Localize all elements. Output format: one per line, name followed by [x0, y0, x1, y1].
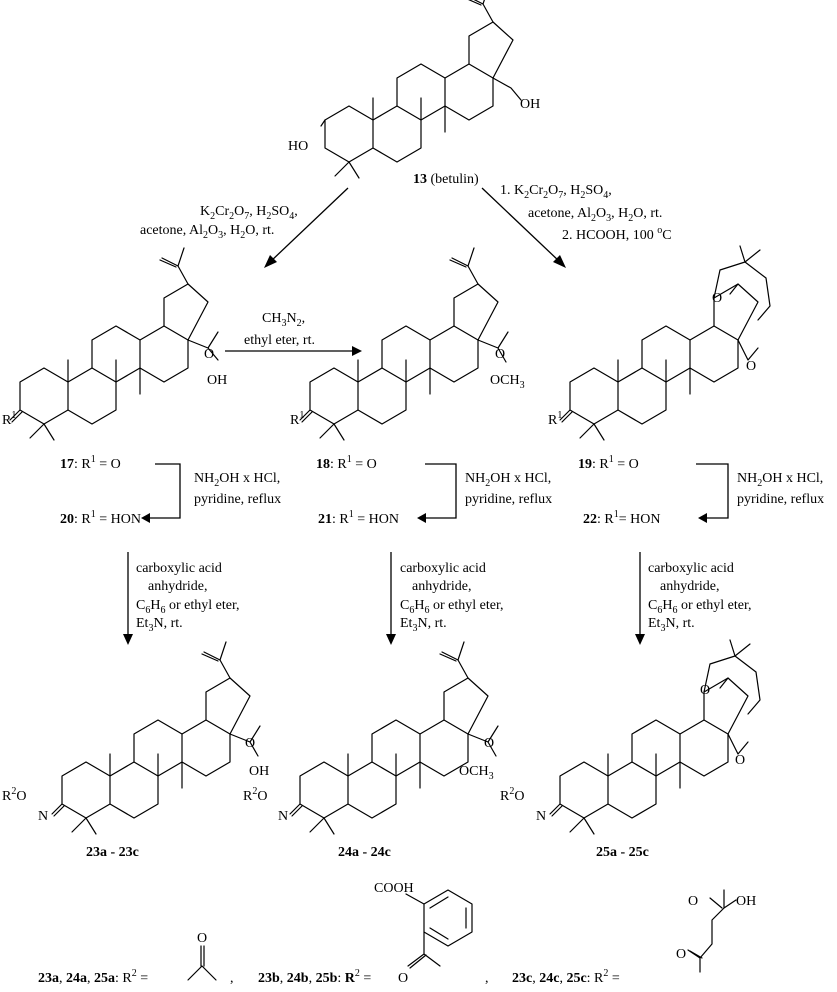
svg-text:anhydride,: anhydride,: [660, 579, 719, 594]
betulin-structure: [320, 0, 522, 179]
mol17-o-label: O: [204, 347, 214, 362]
r2-def-b: 23b, 24b, 25b: R2 =: [258, 968, 371, 986]
arrow-oxidation-left: [264, 187, 349, 268]
cond-oxime-21-l1: NH2OH x HCl,: [465, 471, 551, 489]
cond-ester-23: carboxylic acid anhydride, C6H6 or ethyl…: [136, 561, 240, 634]
mol23-oh-label: OH: [249, 764, 269, 779]
betulin-label: 13 (betulin): [413, 172, 479, 187]
betulin-oh-label: OH: [520, 97, 540, 112]
label-17: 17: R1 = O: [60, 454, 121, 472]
svg-text:C6H6 or ethyl eter,: C6H6 or ethyl eter,: [136, 598, 240, 616]
svg-text:C6H6 or ethyl eter,: C6H6 or ethyl eter,: [648, 598, 752, 616]
mol19-o1-label: O: [712, 291, 722, 306]
arrow-oxime-22: [696, 463, 729, 523]
cond-methyl-line2: ethyl eter, rt.: [244, 333, 315, 348]
mol18-o-label: O: [495, 347, 505, 362]
arrow-oxime-21: [417, 463, 457, 523]
svg-text:carboxylic acid: carboxylic acid: [648, 561, 734, 576]
mol25-o1-label: O: [700, 683, 710, 698]
svg-text:Et3N, rt.: Et3N, rt.: [136, 616, 183, 634]
mol17-oh-label: OH: [207, 373, 227, 388]
mol23-n-label: N: [38, 809, 48, 824]
r2-def-c: 23c, 24c, 25c: R2 =: [512, 968, 620, 986]
comma-1: ,: [230, 971, 234, 986]
svg-text:anhydride,: anhydride,: [412, 579, 471, 594]
label-21: 21: R1 = HON: [318, 509, 399, 527]
cond-right-line2: acetone, Al2O3, H2O, rt.: [528, 206, 662, 224]
label-19: 19: R1 = O: [578, 454, 639, 472]
cond-right-line3: 2. HCOOH, 100 oC: [562, 225, 672, 243]
betulin-ho-label: HO: [288, 139, 308, 154]
cond-oxime-20-l1: NH2OH x HCl,: [194, 471, 280, 489]
svg-text:Et3N, rt.: Et3N, rt.: [648, 616, 695, 634]
label-22: 22: R1= HON: [583, 509, 660, 527]
acetyl-structure: [187, 945, 217, 981]
compound-19-structure: [559, 245, 771, 441]
comma-2: ,: [485, 971, 489, 986]
mol18-och3-label: OCH3: [490, 373, 525, 391]
succinyl-o-top-label: O: [688, 894, 698, 909]
mol23-o-label: O: [245, 736, 255, 751]
mol25-r2o-label: R2O: [500, 786, 524, 804]
phthaloyl-cooh-label: COOH: [374, 881, 414, 896]
compound-18-structure: [299, 247, 509, 441]
arrow-oxidation-right: [481, 187, 566, 268]
cond-ester-25: carboxylic acid anhydride, C6H6 or ethyl…: [648, 561, 752, 634]
mol19-o2-label: O: [746, 359, 756, 374]
label-18: 18: R1 = O: [316, 454, 377, 472]
arrow-ester-23: [123, 552, 133, 645]
cond-left-line1: K2Cr2O7, H2SO4,: [200, 204, 298, 222]
cond-oxime-20-l2: pyridine, reflux: [194, 492, 281, 507]
cond-oxime-22-l2: pyridine, reflux: [737, 492, 824, 507]
succinyl-oh-label: OH: [736, 894, 756, 909]
svg-text:C6H6 or ethyl eter,: C6H6 or ethyl eter,: [400, 598, 504, 616]
phthaloyl-structure: [405, 889, 473, 969]
acetyl-o-label: O: [197, 931, 207, 946]
phthaloyl-o-label: O: [398, 971, 408, 986]
arrow-ester-25: [635, 552, 645, 645]
label-25a-25c: 25a - 25c: [596, 845, 649, 860]
arrow-ester-24: [386, 552, 396, 645]
mol19-r1-label: R1: [548, 410, 562, 428]
label-20: 20: R1 = HON: [60, 509, 141, 527]
mol25-o2-label: O: [735, 753, 745, 768]
arrow-methylation: [225, 346, 362, 356]
r2-def-a: 23a, 24a, 25a: R2 =: [38, 968, 148, 986]
compound-17-structure: [9, 247, 219, 441]
svg-text:carboxylic acid: carboxylic acid: [400, 561, 486, 576]
succinyl-structure: [687, 889, 737, 973]
cond-methyl-line1: CH3N2,: [262, 311, 305, 329]
succinyl-o-label: O: [676, 947, 686, 962]
compound-25-structure: [549, 639, 761, 835]
cond-oxime-22-l1: NH2OH x HCl,: [737, 471, 823, 489]
arrow-oxime-20: [141, 463, 181, 523]
mol18-r1-label: R1: [290, 410, 304, 428]
svg-text:anhydride,: anhydride,: [148, 579, 207, 594]
cond-left-line2: acetone, Al2O3, H2O, rt.: [140, 223, 274, 241]
mol17-r1-label: R1: [2, 410, 16, 428]
svg-text:Et3N, rt.: Et3N, rt.: [400, 616, 447, 634]
mol24-och3-label: OCH3: [459, 764, 494, 782]
cond-oxime-21-l2: pyridine, reflux: [465, 492, 552, 507]
mol24-n-label: N: [278, 809, 288, 824]
label-23a-23c: 23a - 23c: [86, 845, 139, 860]
mol25-n-label: N: [536, 809, 546, 824]
mol24-o-label: O: [484, 736, 494, 751]
cond-ester-24: carboxylic acid anhydride, C6H6 or ethyl…: [400, 561, 504, 634]
mol24-r2o-label: R2O: [243, 786, 267, 804]
compound-23-structure: [51, 641, 261, 835]
svg-text:carboxylic acid: carboxylic acid: [136, 561, 222, 576]
cond-right-line1: 1. K2Cr2O7, H2SO4,: [500, 183, 612, 201]
label-24a-24c: 24a - 24c: [338, 845, 391, 860]
compound-24-structure: [289, 641, 499, 835]
mol23-r2o-label: R2O: [2, 786, 26, 804]
